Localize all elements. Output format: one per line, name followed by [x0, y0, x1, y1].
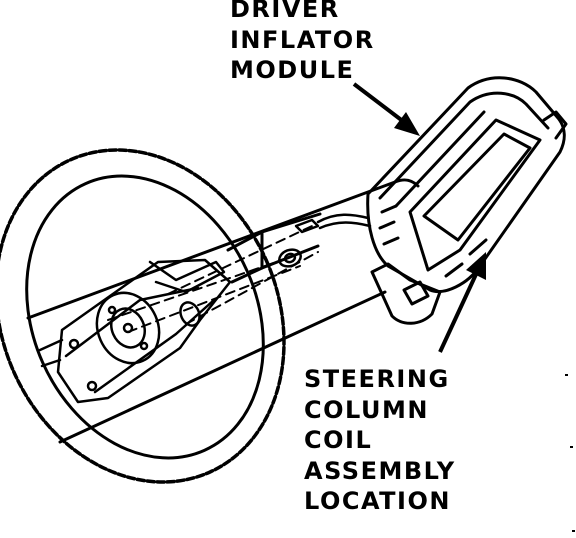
wheel-hub — [38, 258, 232, 404]
coil-connector — [278, 213, 372, 268]
label-line: LOCATION — [304, 487, 451, 515]
label-line: DRIVER — [230, 0, 340, 23]
coil-pointer-arrow — [438, 252, 486, 353]
module-pointer-arrow — [352, 82, 420, 136]
steering-column-coil-label: STEERING COLUMN COIL ASSEMBLY LOCATION — [304, 364, 456, 517]
label-line: COIL — [304, 426, 373, 454]
scan-marks — [565, 374, 575, 532]
inflator-module — [366, 76, 568, 325]
label-line: MODULE — [230, 56, 355, 84]
label-line: COLUMN — [304, 395, 429, 424]
label-line: STEERING — [304, 365, 450, 393]
label-line: ASSEMBLY — [304, 456, 456, 485]
steering-wheel-rim — [0, 148, 286, 484]
driver-inflator-module-label: DRIVER INFLATOR MODULE — [230, 0, 375, 86]
label-line: INFLATOR — [230, 25, 375, 54]
